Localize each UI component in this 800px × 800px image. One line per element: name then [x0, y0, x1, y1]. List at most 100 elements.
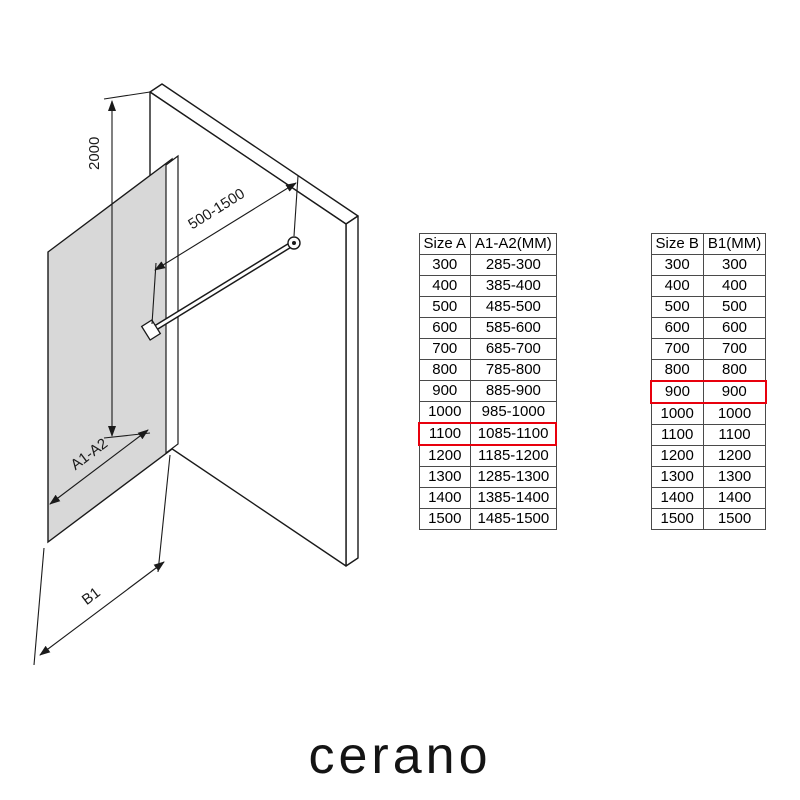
table-cell: 1000 [702, 402, 767, 425]
table-cell: 500 [702, 296, 767, 318]
table-cell: 900 [702, 380, 767, 404]
table-cell: 800 [418, 359, 472, 381]
table-cell: 700 [702, 338, 767, 360]
brand-logo: cerano [308, 727, 492, 785]
technical-drawing: 2000 500-1500 A1-A2 B1 [33, 83, 359, 666]
column-header: A1-A2(MM) [470, 233, 557, 255]
glass-panel [47, 154, 179, 544]
table-cell: 1085-1100 [470, 422, 558, 446]
table-cell: 500 [418, 296, 472, 318]
table-cell: 1000 [418, 401, 472, 424]
table-cell: 1285-1300 [470, 466, 557, 488]
table-cell: 1000 [650, 402, 704, 425]
column-header: B1(MM) [702, 233, 767, 255]
table-cell: 1200 [418, 444, 472, 467]
table-cell: 600 [702, 317, 767, 339]
table-cell: 400 [650, 275, 704, 297]
table-cell: 400 [702, 275, 767, 297]
table-cell: 700 [650, 338, 704, 360]
table-cell: 800 [650, 359, 704, 382]
wall-profile [165, 154, 179, 455]
wall-front-face [149, 91, 347, 567]
table-cell: 1400 [702, 487, 767, 509]
table-cell: 1100 [418, 422, 472, 446]
table-cell: 785-800 [470, 359, 557, 381]
table-cell: 285-300 [470, 254, 557, 276]
column-header: Size A [418, 233, 472, 255]
table-cell: 300 [650, 254, 704, 276]
table-cell: 300 [702, 254, 767, 276]
table-cell: 1300 [702, 466, 767, 488]
wall-mount-screw [292, 241, 296, 245]
table-cell: 400 [418, 275, 472, 297]
table-cell: 1100 [650, 424, 704, 446]
glass-pane [47, 157, 173, 544]
table-cell: 1500 [650, 508, 704, 530]
table-cell: 885-900 [470, 380, 557, 402]
dim-glass-width [49, 429, 149, 505]
table-cell: 485-500 [470, 296, 557, 318]
table-cell: 500 [650, 296, 704, 318]
dim-bar-length [151, 175, 299, 325]
dim-total-width-label: B1 [79, 584, 104, 609]
table-cell: 600 [418, 317, 472, 339]
table-cell: 685-700 [470, 338, 557, 360]
table-cell: 1300 [650, 466, 704, 488]
table-cell: 1400 [650, 487, 704, 509]
table-cell: 1200 [702, 445, 767, 467]
wall-panel [149, 83, 359, 567]
table-cell: 1500 [418, 508, 472, 530]
dim-total-width [33, 454, 171, 666]
table-cell: 1300 [418, 466, 472, 488]
dim-height-label: 2000 [86, 137, 103, 170]
column-header: Size B [650, 233, 704, 255]
table-cell: 1500 [702, 508, 767, 530]
table-cell: 900 [649, 380, 704, 404]
table-cell: 800 [702, 359, 767, 382]
wall-side-face [345, 215, 359, 567]
table-cell: 1100 [702, 424, 767, 446]
table-cell: 1200 [650, 445, 704, 467]
table-cell: 600 [650, 317, 704, 339]
glass-clamp [140, 319, 162, 341]
table-cell: 900 [418, 380, 472, 402]
table-cell: 1485-1500 [470, 508, 557, 530]
table-cell: 1400 [418, 487, 472, 509]
table-cell: 300 [418, 254, 472, 276]
table-cell: 585-600 [470, 317, 557, 339]
table-cell: 985-1000 [470, 401, 557, 424]
table-cell: 700 [418, 338, 472, 360]
table-cell: 385-400 [470, 275, 557, 297]
